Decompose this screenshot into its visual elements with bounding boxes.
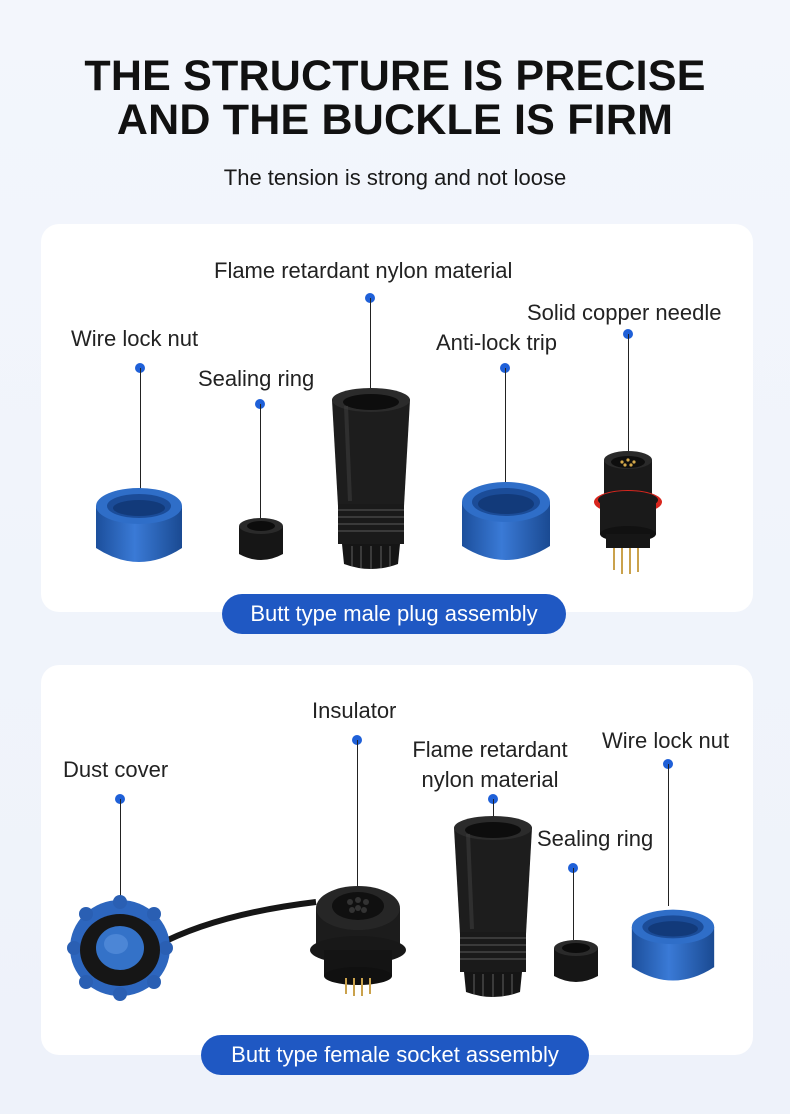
female-socket-card [41,665,753,1055]
female-assembly-badge: Butt type female socket assembly [201,1035,589,1075]
sealing-ring-male-image [239,518,283,560]
headline-line-2: AND THE BUCKLE IS FIRM [116,96,674,144]
label-insulator: Insulator [312,698,397,723]
nylon-housing-female-image [454,816,532,997]
callout-line-insulator [357,740,358,888]
label-wire-lock-nut-male: Wire lock nut [71,326,199,351]
label-sealing-ring-male: Sealing ring [198,366,315,391]
male-assembly-badge: Butt type male plug assembly [222,594,566,634]
wire-lock-nut-female-image [631,909,715,981]
label-flame-retardant-male: Flame retardant nylon material [214,258,513,283]
callout-line-sealing-female [573,868,574,940]
callout-line-dust-cover [120,799,121,911]
wire-lock-nut-male-image [96,488,182,562]
copper-needle-plug-image [594,451,662,574]
label-sealing-ring-female: Sealing ring [537,826,654,851]
anti-lock-trip-image [462,482,550,560]
label-wire-lock-nut-female: Wire lock nut [602,728,730,753]
callout-line-copper [628,334,629,459]
callout-line-flame-male [370,298,371,398]
label-flame-retardant-female-1: Flame retardant [412,737,568,762]
insulator-socket-image [310,886,406,996]
label-flame-retardant-female-2: nylon material [421,767,559,792]
callout-line-anti-lock [505,368,506,483]
headline-line-1: THE STRUCTURE IS PRECISE [84,52,706,100]
subtitle: The tension is strong and not loose [223,165,567,190]
callout-line-sealing-male [260,404,261,520]
callout-line-wire-nut-male [140,368,141,490]
callout-line-flame-female [493,799,494,827]
label-dust-cover: Dust cover [63,757,169,782]
nylon-housing-male-image [332,388,410,569]
label-copper-needle: Solid copper needle [527,300,722,325]
dust-cover-image [67,895,317,1001]
label-anti-lock-trip: Anti-lock trip [436,330,558,355]
callout-line-wire-nut-female [668,764,669,906]
sealing-ring-female-image [554,940,598,982]
